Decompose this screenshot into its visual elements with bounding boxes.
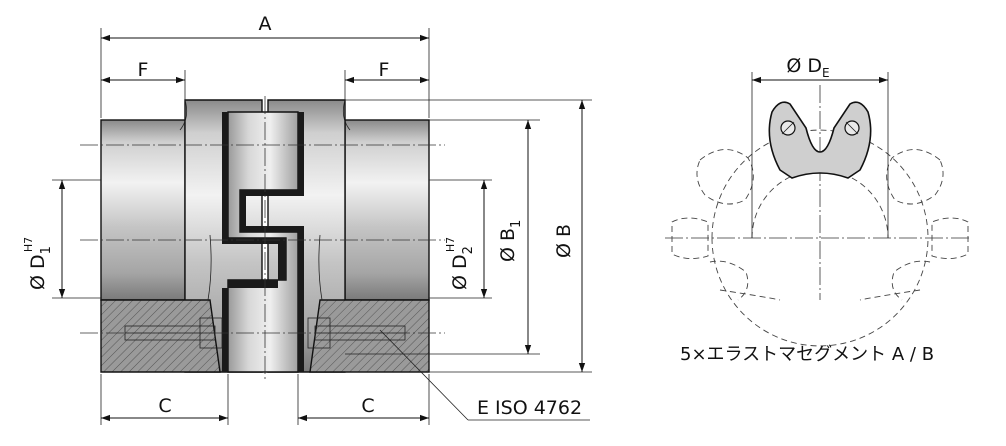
callout-screw: E ISO 4762 bbox=[477, 397, 582, 419]
dim-D2: Ø D2H7 bbox=[444, 237, 476, 290]
elastomer-segment bbox=[222, 112, 286, 372]
elastomer-ring-view: Ø DE bbox=[665, 55, 972, 347]
coupling-side-view bbox=[100, 99, 430, 373]
dim-DE: Ø DE bbox=[786, 55, 829, 80]
dim-B: Ø B bbox=[553, 224, 575, 258]
svg-text:Ø B1: Ø B1 bbox=[497, 220, 524, 262]
svg-text:Ø D2H7: Ø D2H7 bbox=[444, 237, 476, 290]
caption-elastomer-segments: 5×エラストマセグメント A / B bbox=[680, 344, 934, 365]
dim-C-right: C bbox=[361, 395, 374, 417]
left-hub bbox=[100, 119, 186, 301]
right-hub bbox=[344, 119, 430, 301]
dim-A: A bbox=[259, 13, 272, 35]
elastomer-segment-solid bbox=[768, 101, 872, 179]
dim-F-left: F bbox=[138, 59, 149, 81]
dim-F-right: F bbox=[379, 59, 390, 81]
dim-B1: Ø B1 bbox=[497, 220, 524, 262]
section-cut-left bbox=[100, 299, 221, 373]
dim-C-left: C bbox=[158, 395, 171, 417]
dim-D1: Ø D1H7 bbox=[22, 237, 54, 290]
section-cut-right bbox=[309, 299, 430, 373]
svg-text:Ø D1H7: Ø D1H7 bbox=[22, 237, 54, 290]
